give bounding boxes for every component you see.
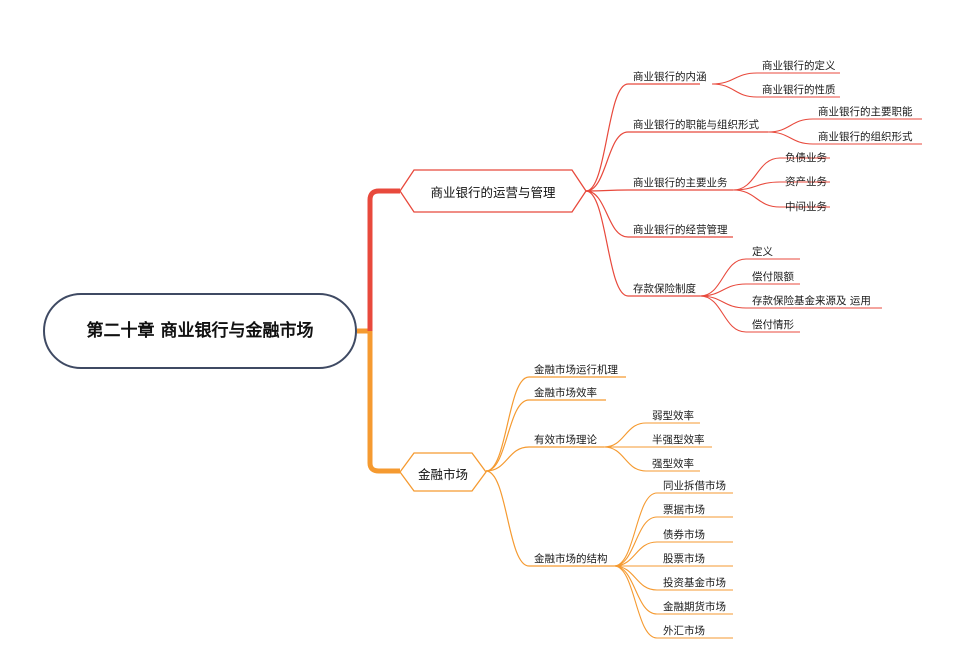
connector-line	[485, 376, 626, 472]
connector-line	[613, 492, 733, 567]
connector-line	[585, 83, 700, 192]
leaf-item[interactable]: 商业银行的性质	[762, 84, 836, 96]
leaf-item[interactable]: 中间业务	[785, 201, 827, 213]
connector-line	[699, 283, 800, 297]
connector-line	[603, 422, 700, 448]
branch-title: 金融市场	[417, 466, 468, 482]
connector-line	[699, 295, 882, 309]
connector-line	[732, 157, 830, 191]
leaf-item[interactable]: 强型效率	[652, 458, 694, 470]
topic-market-structure[interactable]: 金融市场的结构	[534, 553, 608, 565]
leaf-item[interactable]: 偿付限额	[752, 271, 794, 283]
leaf-item[interactable]: 存款保险基金来源及 运用	[752, 295, 871, 307]
connector-line	[585, 190, 733, 238]
connector-line	[613, 565, 733, 615]
connector-line	[485, 470, 614, 567]
connector-line	[699, 295, 800, 333]
trunk-line-branch2	[367, 331, 400, 474]
leaf-item[interactable]: 商业银行的定义	[762, 60, 836, 72]
connector-line	[485, 446, 604, 472]
connector-line	[603, 446, 700, 472]
connector-line	[585, 131, 768, 192]
branch-node-bank-operations[interactable]: 商业银行的运营与管理	[400, 170, 586, 212]
connector-line	[485, 399, 606, 472]
topic-market-efficiency[interactable]: 金融市场效率	[534, 387, 597, 399]
leaf-item[interactable]: 负债业务	[785, 152, 827, 164]
leaf-item[interactable]: 股票市场	[663, 553, 705, 565]
leaf-item[interactable]: 偿付情形	[752, 319, 794, 331]
leaf-item[interactable]: 同业拆借市场	[663, 480, 726, 492]
topic-bank-business[interactable]: 商业银行的主要业务	[633, 177, 728, 189]
connector-line	[767, 118, 922, 133]
branch-title: 商业银行的运营与管理	[430, 184, 556, 200]
connector-line	[699, 258, 800, 297]
leaf-item[interactable]: 定义	[752, 246, 773, 258]
connector-line	[613, 565, 733, 639]
connector-line	[711, 83, 840, 98]
branch-node-financial-market[interactable]: 金融市场	[400, 453, 486, 493]
leaf-item[interactable]: 外汇市场	[663, 625, 705, 637]
leaf-item[interactable]: 债券市场	[663, 529, 705, 541]
topic-efficient-market[interactable]: 有效市场理论	[534, 434, 597, 446]
root-node[interactable]: 第二十章 商业银行与金融市场	[43, 293, 357, 369]
connector-line	[711, 72, 840, 85]
leaf-item[interactable]: 商业银行的组织形式	[818, 131, 913, 143]
connector-line	[585, 189, 733, 192]
trunk-line-branch1	[367, 188, 400, 331]
branch2-hexagon	[399, 452, 487, 492]
connector-line	[732, 181, 830, 191]
leaf-item[interactable]: 资产业务	[785, 176, 827, 188]
connector-line	[613, 565, 733, 591]
leaf-item[interactable]: 半强型效率	[652, 434, 705, 446]
connector-line	[613, 516, 733, 567]
topic-bank-concept[interactable]: 商业银行的内涵	[633, 71, 707, 83]
root-title: 第二十章 商业银行与金融市场	[86, 321, 314, 341]
connector-line	[732, 189, 830, 208]
connector-line	[613, 541, 733, 567]
leaf-item[interactable]: 弱型效率	[652, 410, 694, 422]
leaf-item[interactable]: 票据市场	[663, 504, 705, 516]
leaf-item[interactable]: 金融期货市场	[663, 601, 726, 613]
connector-line	[767, 131, 922, 145]
topic-deposit-insurance[interactable]: 存款保险制度	[633, 283, 696, 295]
leaf-item[interactable]: 投资基金市场	[663, 577, 726, 589]
topic-market-mechanism[interactable]: 金融市场运行机理	[534, 364, 618, 376]
topic-bank-management[interactable]: 商业银行的经营管理	[633, 224, 728, 236]
leaf-item[interactable]: 商业银行的主要职能	[818, 106, 913, 118]
connector-line	[585, 190, 700, 297]
topic-bank-functions[interactable]: 商业银行的职能与组织形式	[633, 119, 759, 131]
